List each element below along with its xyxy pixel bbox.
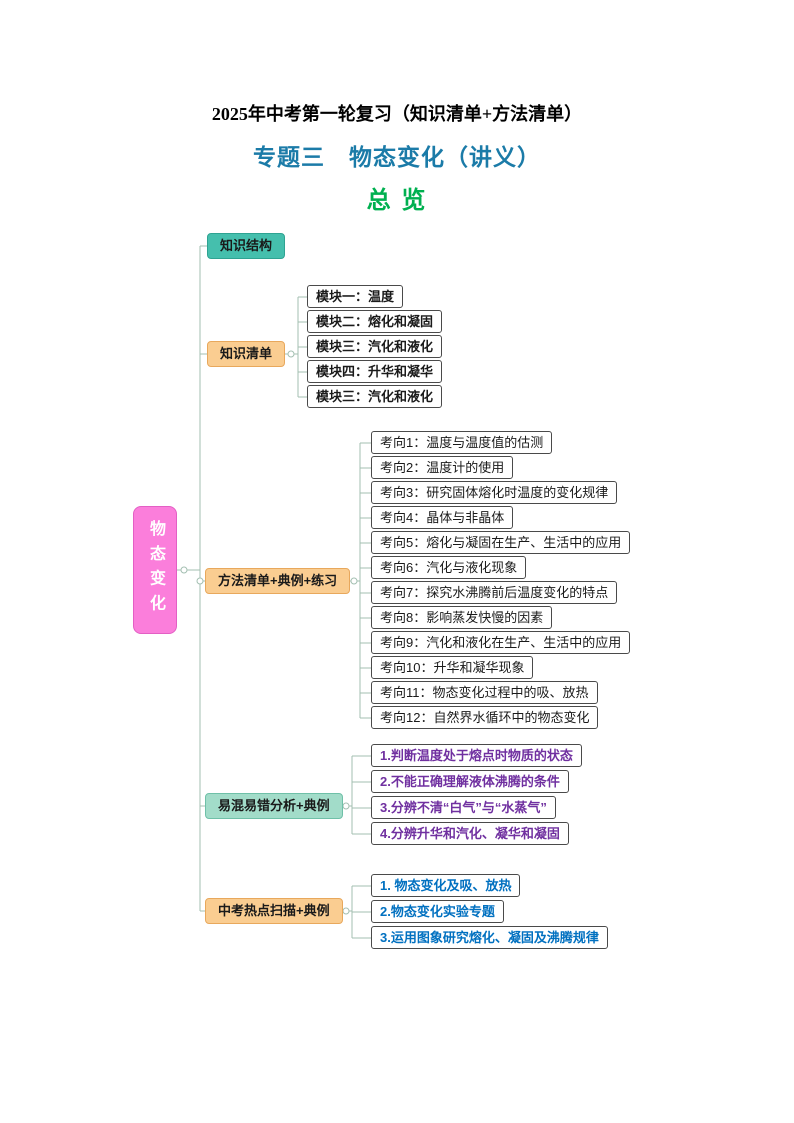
confusion-item: 1.判断温度处于熔点时物质的状态 bbox=[371, 744, 582, 767]
module-item: 模块一：温度 bbox=[307, 285, 404, 308]
kaoxiang-item: 考向1：温度与温度值的估测 bbox=[371, 431, 553, 454]
root-node: 物态变化 bbox=[133, 506, 177, 634]
kaoxiang-item: 考向3：研究固体熔化时温度的变化规律 bbox=[371, 481, 618, 504]
kaoxiang-item: 考向12：自然界水循环中的物态变化 bbox=[371, 706, 599, 729]
kaoxiang-item: 考向10：升华和凝华现象 bbox=[371, 656, 534, 679]
branch-confusion-analysis: 易混易错分析+典例 bbox=[205, 793, 343, 819]
branch-exam-hotspots: 中考热点扫描+典例 bbox=[205, 898, 343, 924]
kaoxiang-item: 考向2：温度计的使用 bbox=[371, 456, 514, 479]
kaoxiang-item: 考向7：探究水沸腾前后温度变化的特点 bbox=[371, 581, 618, 604]
module-item: 模块三：汽化和液化 bbox=[307, 335, 443, 358]
confusion-item: 2.不能正确理解液体沸腾的条件 bbox=[371, 770, 569, 793]
hotspot-item: 2.物态变化实验专题 bbox=[371, 900, 504, 923]
kaoxiang-item: 考向6：汽化与液化现象 bbox=[371, 556, 527, 579]
kaoxiang-item: 考向8：影响蒸发快慢的因素 bbox=[371, 606, 553, 629]
kaoxiang-item: 考向9：汽化和液化在生产、生活中的应用 bbox=[371, 631, 631, 654]
branch-knowledge-structure: 知识结构 bbox=[207, 233, 286, 259]
module-item: 模块四：升华和凝华 bbox=[307, 360, 443, 383]
branch-knowledge-list: 知识清单 bbox=[207, 341, 286, 367]
document-title: 2025年中考第一轮复习（知识清单+方法清单） bbox=[211, 104, 583, 124]
topic-title: 专题三 物态变化（讲义） bbox=[253, 144, 541, 170]
kaoxiang-item: 考向5：熔化与凝固在生产、生活中的应用 bbox=[371, 531, 631, 554]
branch-method-list: 方法清单+典例+练习 bbox=[205, 568, 351, 594]
module-item: 模块二：熔化和凝固 bbox=[307, 310, 443, 333]
module-item: 模块三：汽化和液化 bbox=[307, 385, 443, 408]
confusion-item: 3.分辨不清“白气”与“水蒸气” bbox=[371, 796, 556, 819]
kaoxiang-item: 考向11：物态变化过程中的吸、放热 bbox=[371, 681, 598, 704]
confusion-item: 4.分辨升华和汽化、凝华和凝固 bbox=[371, 822, 569, 845]
kaoxiang-item: 考向4：晶体与非晶体 bbox=[371, 506, 514, 529]
hotspot-item: 3.运用图象研究熔化、凝固及沸腾规律 bbox=[371, 926, 608, 949]
overview-heading: 总 览 bbox=[366, 187, 428, 214]
hotspot-item: 1. 物态变化及吸、放热 bbox=[371, 874, 521, 897]
